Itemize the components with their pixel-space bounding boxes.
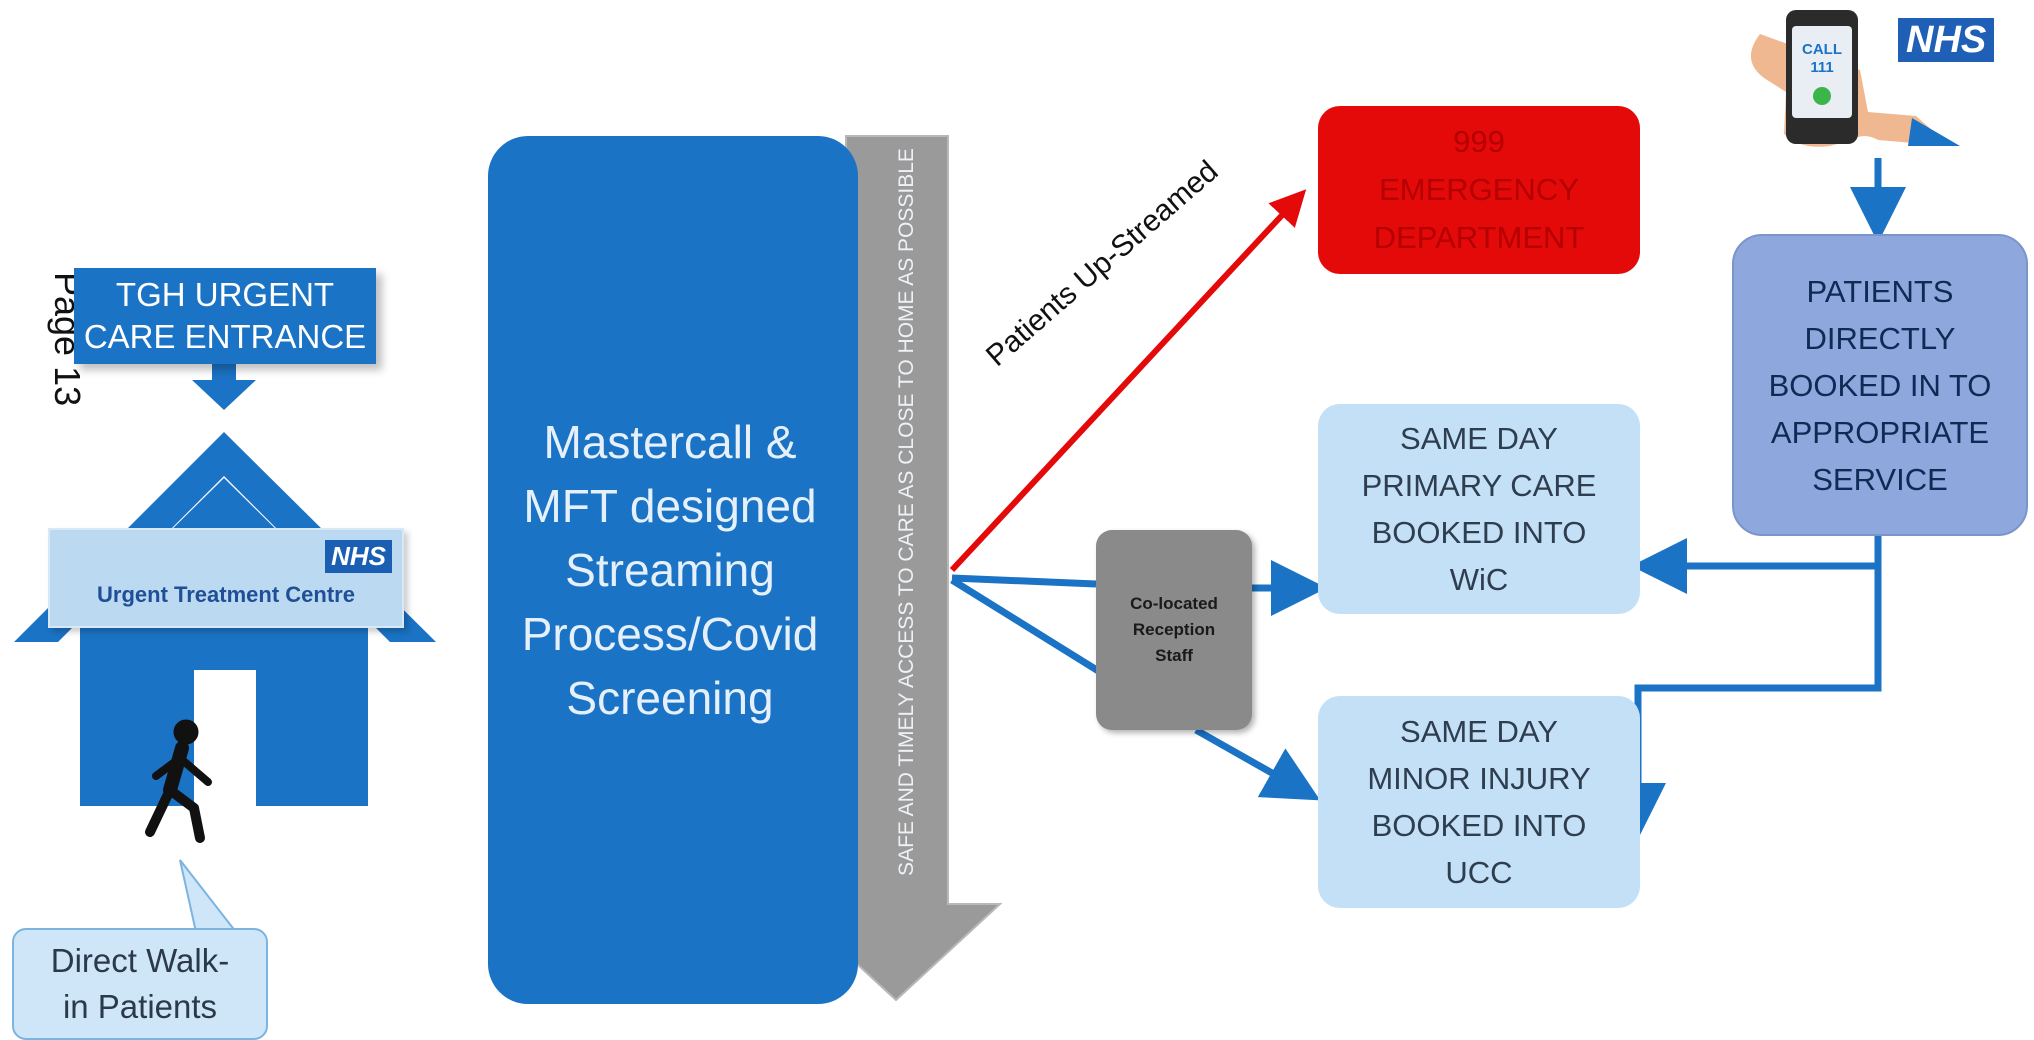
direct-line1: PATIENTS [1806, 273, 1954, 309]
walking-person-icon [145, 719, 212, 843]
ucc-line3: BOOKED INTO [1371, 808, 1587, 843]
coloc-line2: Reception [1132, 620, 1216, 639]
walkin-line2: in Patients [62, 988, 218, 1025]
wic-line3: BOOKED INTO [1371, 515, 1587, 550]
direct-line4: APPROPRIATE [1770, 414, 1990, 450]
emergency-department-box: 999 EMERGENCY DEPARTMENT [1318, 106, 1640, 274]
to-coloc-arrow-2 [950, 577, 1102, 675]
primary-care-wic-box: SAME DAY PRIMARY CARE BOOKED INTO WiC [1318, 404, 1640, 614]
entrance-sign-line1: TGH URGENT [115, 276, 335, 313]
direct-line2: DIRECTLY [1804, 320, 1956, 356]
process-line5: Screening [566, 672, 774, 724]
phone-call-text: CALL [1802, 41, 1842, 58]
entrance-sign: TGH URGENT CARE ENTRANCE [74, 268, 376, 364]
ed-line3: DEPARTMENT [1373, 220, 1585, 255]
entrance-arrow-icon [192, 362, 256, 410]
ucc-line4: UCC [1445, 855, 1513, 890]
walkin-line1: Direct Walk- [50, 942, 230, 979]
streaming-process-box [488, 136, 858, 1004]
direct-to-services-connector [1610, 532, 1882, 839]
ed-line2: EMERGENCY [1379, 172, 1579, 207]
wic-line2: PRIMARY CARE [1361, 468, 1597, 503]
streaming-process-text: Mastercall & MFT designed Streaming Proc… [500, 410, 840, 730]
coloc-to-ucc-arrow [1194, 726, 1321, 801]
process-line1: Mastercall & [543, 416, 797, 468]
callout-pointer [179, 859, 239, 933]
walkin-callout: Direct Walk- in Patients [12, 928, 268, 1040]
phone-in-hand-icon: CALL 111 [1750, 10, 1960, 147]
phone-111-text: 111 [1810, 59, 1833, 76]
to-coloc-arrow [951, 574, 1097, 588]
safe-access-text: SAFE AND TIMELY ACCESS TO CARE AS CLOSE … [895, 148, 918, 876]
coloc-line3: Staff [1155, 646, 1193, 665]
ucc-line1: SAME DAY [1400, 714, 1558, 749]
upstream-arrow [949, 189, 1307, 573]
process-line4: Process/Covid [521, 608, 819, 660]
wic-line1: SAME DAY [1400, 421, 1558, 456]
direct-line3: BOOKED IN TO [1768, 367, 1992, 403]
process-line3: Streaming [565, 544, 775, 596]
directly-booked-box: PATIENTS DIRECTLY BOOKED IN TO APPROPRIA… [1732, 234, 2028, 536]
nhs-logo-top: NHS [1898, 18, 1995, 62]
ed-line1: 999 [1453, 124, 1505, 159]
utc-sign-text: Urgent Treatment Centre [97, 582, 355, 607]
process-line2: MFT designed [523, 480, 817, 532]
entrance-sign-line2: CARE ENTRANCE [83, 318, 367, 355]
colocated-reception-box: Co-located Reception Staff [1096, 530, 1252, 730]
utc-sign: NHS Urgent Treatment Centre [48, 528, 404, 628]
ucc-line2: MINOR INJURY [1367, 761, 1591, 796]
direct-line5: SERVICE [1812, 461, 1948, 497]
minor-injury-ucc-box: SAME DAY MINOR INJURY BOOKED INTO UCC [1318, 696, 1640, 908]
wic-line4: WiC [1449, 562, 1509, 597]
coloc-line1: Co-located [1130, 594, 1218, 613]
nhs-logo: NHS [325, 540, 392, 573]
